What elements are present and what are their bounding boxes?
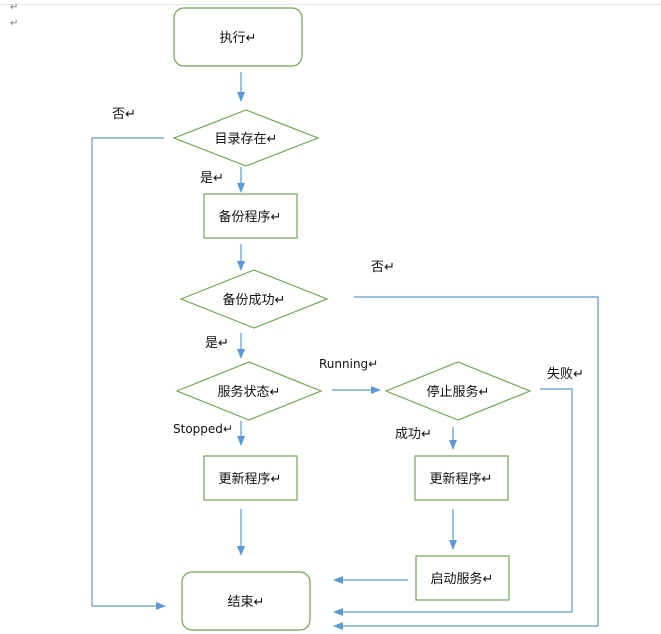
label-success: 成功↵ — [395, 427, 432, 442]
update-right-node — [414, 455, 509, 501]
backup-ok-label: 备份成功↵ — [223, 292, 286, 308]
label-stopped: Stopped↵ — [173, 422, 233, 436]
backup-ok-decision — [179, 269, 329, 329]
paragraph-mark: ↵ — [10, 2, 19, 13]
end-node-label: 结束↵ — [228, 595, 265, 610]
update-right-label: 更新程序↵ — [430, 471, 493, 487]
update-left-node — [203, 455, 298, 501]
service-status-label: 服务状态↵ — [218, 384, 281, 400]
paragraph-mark: ↵ — [10, 18, 19, 29]
arrow-no-dir-to-end — [91, 137, 166, 610]
start-service-node — [415, 555, 510, 601]
arrow-fail-to-end — [333, 388, 573, 616]
ruler-line — [0, 4, 661, 5]
update-left-label: 更新程序↵ — [219, 471, 282, 487]
label-yes-backup: 是↵ — [205, 336, 229, 351]
label-running: Running↵ — [319, 357, 378, 371]
start-node — [173, 7, 303, 67]
end-node — [181, 571, 311, 631]
backup-node — [203, 193, 298, 239]
label-yes-dir: 是↵ — [200, 171, 224, 186]
start-service-label: 启动服务↵ — [431, 571, 494, 587]
label-fail: 失败↵ — [547, 367, 584, 382]
start-node-label: 执行↵ — [220, 31, 257, 46]
dir-exists-decision — [172, 109, 320, 167]
service-status-decision — [175, 361, 323, 421]
label-no-backup: 否↵ — [371, 260, 395, 275]
stop-service-decision — [384, 361, 532, 421]
label-no-dir: 否↵ — [112, 107, 136, 122]
backup-node-label: 备份程序↵ — [219, 209, 282, 225]
arrow-no-backup-to-end — [333, 296, 599, 630]
stop-service-label: 停止服务↵ — [427, 384, 490, 400]
dir-exists-label: 目录存在↵ — [215, 132, 278, 147]
